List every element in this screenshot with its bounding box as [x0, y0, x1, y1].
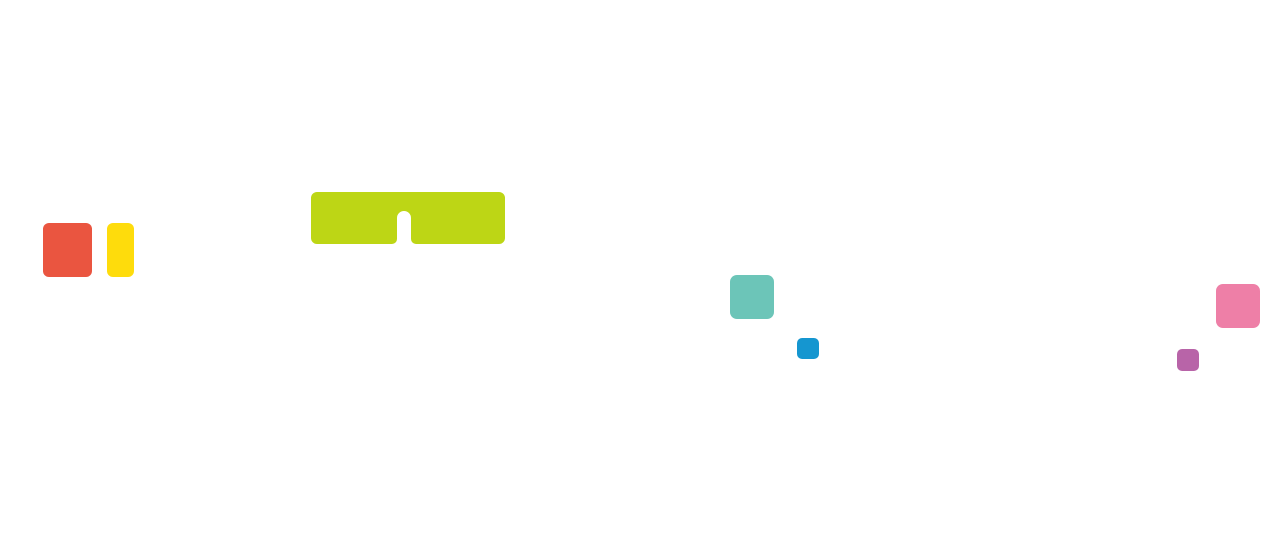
pink-square — [1216, 284, 1260, 328]
lime-notched-bar-path — [311, 192, 505, 244]
purple-square — [1177, 349, 1199, 371]
blue-square — [797, 338, 819, 359]
yellow-block — [107, 223, 134, 277]
lime-notched-bar — [311, 192, 505, 244]
lime-notched-bar-shape — [311, 192, 505, 244]
red-block — [43, 223, 92, 277]
teal-square — [730, 275, 774, 319]
